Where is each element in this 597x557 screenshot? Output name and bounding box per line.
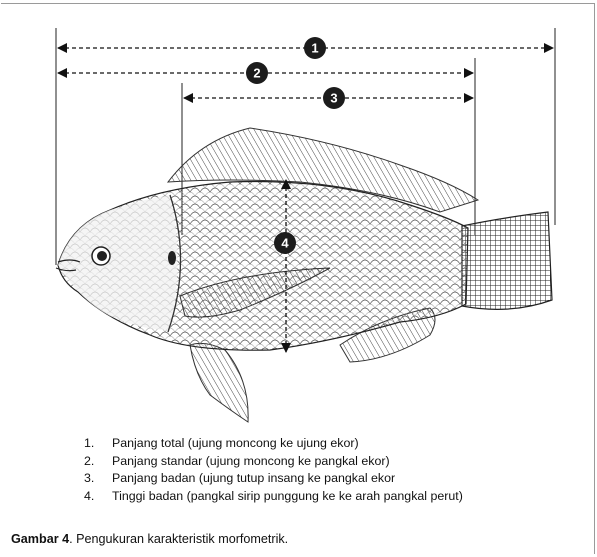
fish-illustration (56, 128, 552, 422)
measurement-legend: 1. Panjang total (ujung moncong ke ujung… (84, 435, 463, 505)
marker-1-label: 1 (311, 41, 318, 56)
legend-item-number: 2. (84, 453, 112, 471)
caption-text: . Pengukuran karakteristik morfometrik. (69, 532, 288, 546)
legend-item-number: 3. (84, 470, 112, 488)
pelvic-fin (190, 343, 248, 422)
marker-3: 3 (323, 87, 345, 109)
legend-item-text: Tinggi badan (pangkal sirip punggung ke … (112, 488, 463, 506)
marker-1: 1 (304, 37, 326, 59)
legend-item-number: 4. (84, 488, 112, 506)
legend-item-text: Panjang total (ujung moncong ke ujung ek… (112, 435, 359, 453)
fish-morphometric-diagram: 1 2 3 4 (0, 0, 597, 430)
legend-item: 1. Panjang total (ujung moncong ke ujung… (84, 435, 463, 453)
marker-2: 2 (246, 62, 268, 84)
marker-2-label: 2 (253, 66, 260, 81)
legend-item: 4. Tinggi badan (pangkal sirip punggung … (84, 488, 463, 506)
legend-item-text: Panjang badan (ujung tutup insang ke pan… (112, 470, 395, 488)
head (58, 195, 178, 330)
pupil (97, 251, 107, 261)
opercular-spot (168, 251, 176, 265)
marker-3-label: 3 (330, 91, 337, 106)
caption-label: Gambar 4 (11, 532, 69, 546)
legend-item: 3. Panjang badan (ujung tutup insang ke … (84, 470, 463, 488)
legend-item-number: 1. (84, 435, 112, 453)
legend-item: 2. Panjang standar (ujung moncong ke pan… (84, 453, 463, 471)
caudal-fin (462, 212, 552, 309)
legend-item-text: Panjang standar (ujung moncong ke pangka… (112, 453, 390, 471)
figure-caption: Gambar 4. Pengukuran karakteristik morfo… (11, 532, 288, 546)
marker-4: 4 (274, 232, 296, 254)
marker-4-label: 4 (281, 236, 289, 251)
